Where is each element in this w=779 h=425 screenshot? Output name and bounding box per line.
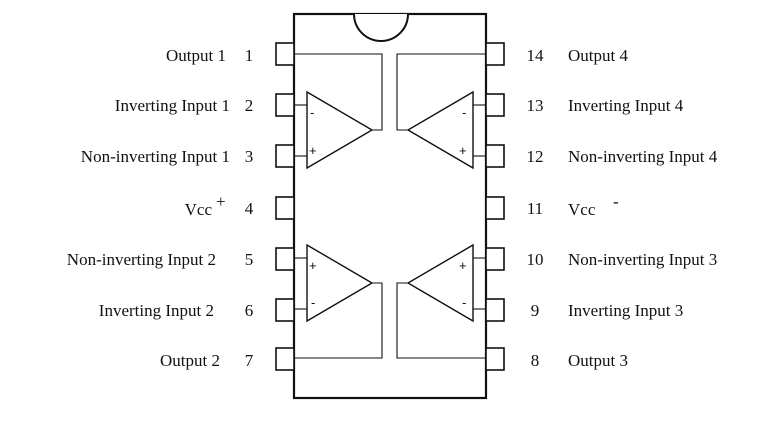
pin-10-label: Non-inverting Input 3 xyxy=(568,250,717,269)
amp-4-top-sign: - xyxy=(462,105,466,120)
pin-10-number: 10 xyxy=(527,250,544,269)
op-amp-2: + - xyxy=(294,243,383,359)
amp-1-top-sign: - xyxy=(310,105,314,120)
pin-7-label: Output 2 xyxy=(160,351,220,370)
pin-14-number: 14 xyxy=(527,46,545,65)
pin-6-number: 6 xyxy=(245,301,254,320)
pin-7-number: 7 xyxy=(245,351,254,370)
amp-3-bottom-sign: - xyxy=(462,295,466,310)
pin-1-label: Output 1 xyxy=(166,46,226,65)
right-pins xyxy=(485,42,505,371)
pin-11-superscript: - xyxy=(613,192,619,211)
left-labels: Output 1 1 Inverting Input 1 2 Non-inver… xyxy=(67,46,254,370)
pin-3-label: Non-inverting Input 1 xyxy=(81,147,230,166)
pin-6-label: Inverting Input 2 xyxy=(99,301,214,320)
package-notch xyxy=(353,13,409,42)
pin-5-number: 5 xyxy=(245,250,254,269)
pin-4-number: 4 xyxy=(245,199,254,218)
op-amp-3: + - xyxy=(396,243,486,359)
op-amp-4: - + xyxy=(396,53,486,170)
pin-4 xyxy=(275,196,295,220)
ic-package xyxy=(292,12,488,400)
pin-11 xyxy=(485,196,505,220)
amp-2-bottom-sign: - xyxy=(311,295,315,310)
pin-12-label: Non-inverting Input 4 xyxy=(568,147,718,166)
pin-13-label: Inverting Input 4 xyxy=(568,96,684,115)
pin-9-number: 9 xyxy=(531,301,540,320)
pin-10 xyxy=(485,247,505,271)
pin-13-number: 13 xyxy=(527,96,544,115)
pin-5 xyxy=(275,247,295,271)
pin-6 xyxy=(275,298,295,322)
pin-9-label: Inverting Input 3 xyxy=(568,301,683,320)
pin-2 xyxy=(275,93,295,117)
amp-3-top-sign: + xyxy=(459,258,467,273)
pin-1 xyxy=(275,42,295,66)
pin-2-label: Inverting Input 1 xyxy=(115,96,230,115)
pin-8-label: Output 3 xyxy=(568,351,628,370)
pin-3-number: 3 xyxy=(245,147,254,166)
pin-1-number: 1 xyxy=(245,46,254,65)
pin-13 xyxy=(485,93,505,117)
pin-9 xyxy=(485,298,505,322)
left-pins xyxy=(275,42,295,371)
amp-4-bottom-sign: + xyxy=(459,143,467,158)
pin-3 xyxy=(275,144,295,168)
pin-12 xyxy=(485,144,505,168)
pin-8 xyxy=(485,347,505,371)
pin-2-number: 2 xyxy=(245,96,254,115)
right-labels: 14 Output 4 13 Inverting Input 4 12 Non-… xyxy=(527,46,718,370)
pin-14 xyxy=(485,42,505,66)
pin-11-label: Vcc xyxy=(568,200,596,219)
pin-14-label: Output 4 xyxy=(568,46,628,65)
pin-12-number: 12 xyxy=(527,147,544,166)
amp-1-bottom-sign: + xyxy=(309,143,317,158)
amp-2-top-sign: + xyxy=(309,258,317,273)
pin-4-superscript: + xyxy=(216,192,226,211)
pin-8-number: 8 xyxy=(531,351,540,370)
pin-7 xyxy=(275,347,295,371)
pin-11-number: 11 xyxy=(527,199,543,218)
op-amp-1: - + xyxy=(294,53,383,170)
pin-4-label: Vcc xyxy=(185,200,213,219)
pin-5-label: Non-inverting Input 2 xyxy=(67,250,216,269)
